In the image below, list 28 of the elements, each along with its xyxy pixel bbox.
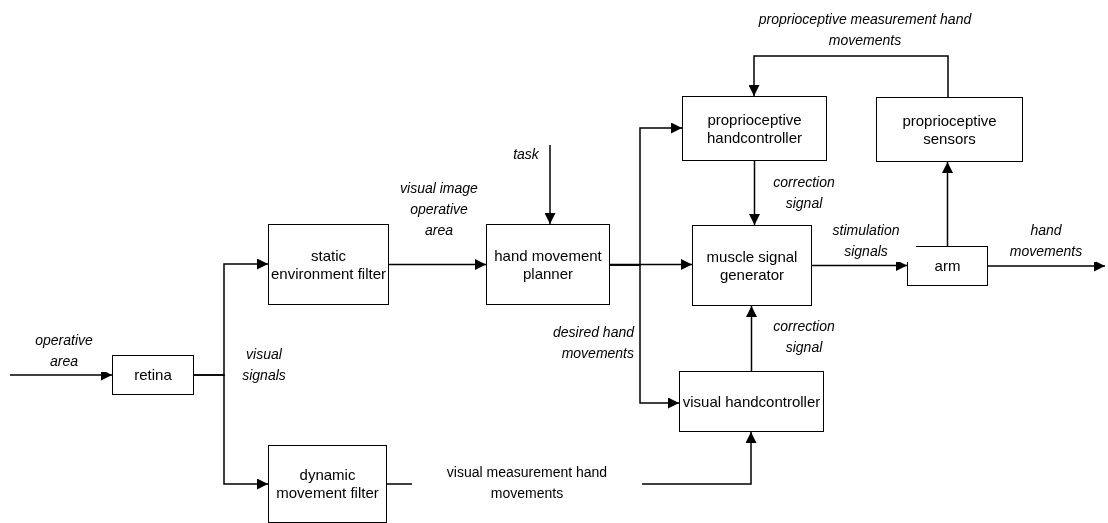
process-box <box>682 96 827 161</box>
process-box <box>268 445 387 523</box>
box-label: proprioceptive handcontroller <box>705 110 804 147</box>
process-box <box>486 224 610 305</box>
box-label: dynamic movement filter <box>275 466 380 502</box>
arrow <box>746 305 757 372</box>
arrow <box>748 55 949 98</box>
process-box <box>268 224 389 305</box>
arrow <box>609 264 680 409</box>
arrow <box>942 161 953 247</box>
box-label: hand movement planner <box>493 246 603 283</box>
arrow <box>193 374 269 490</box>
arrow <box>388 259 487 270</box>
process-box <box>876 97 1023 162</box>
box-label: proprioceptive sensors <box>901 111 998 148</box>
box-label: retina <box>134 366 172 384</box>
process-box <box>679 371 824 432</box>
box-label: visual handcontroller <box>682 392 821 411</box>
arrow <box>811 260 908 271</box>
process-box <box>692 225 812 306</box>
process-box <box>112 355 194 395</box>
box-label: arm <box>934 257 961 275</box>
arrow <box>544 144 556 225</box>
arrow <box>987 260 1106 272</box>
process-box <box>907 246 988 286</box>
box-label: muscle signal generator <box>705 247 799 284</box>
arrow <box>749 160 760 226</box>
box-label: static environment filter <box>269 246 388 283</box>
